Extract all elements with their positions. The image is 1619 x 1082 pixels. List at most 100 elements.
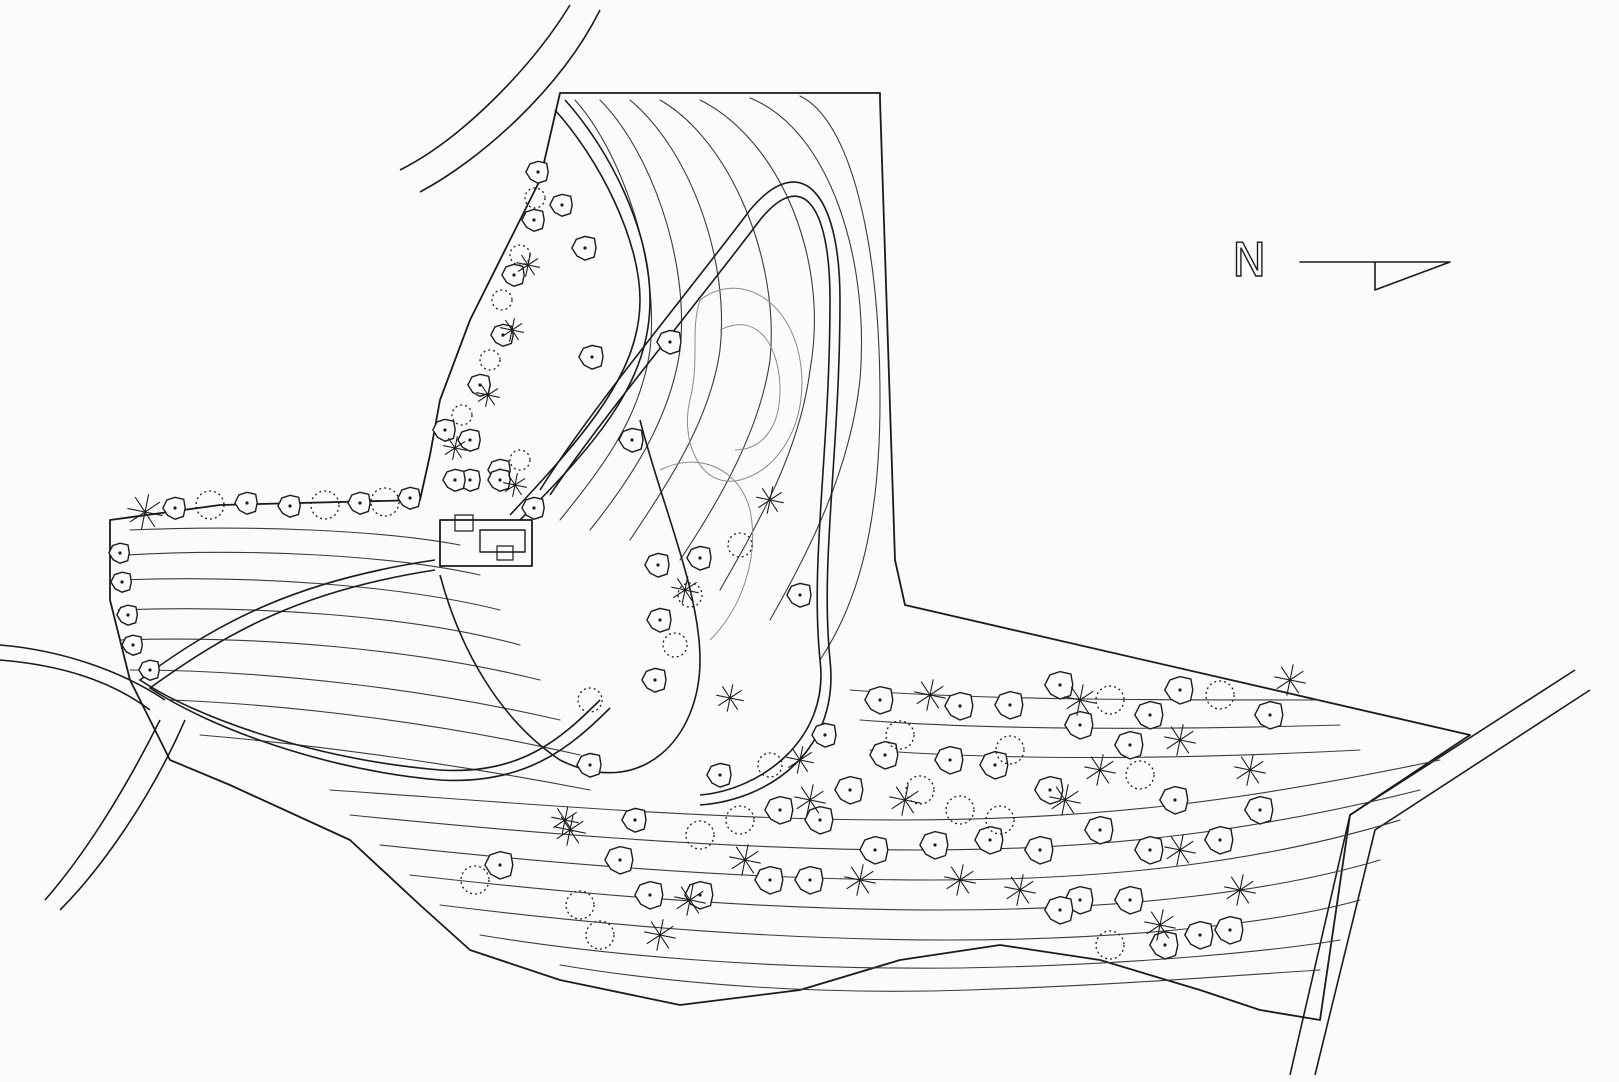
tree-symbol [432,418,456,442]
tree-symbol [1113,885,1144,915]
tree-symbol [1243,795,1274,825]
tree-symbol [864,685,894,715]
ornamental-plant-symbol [1049,784,1081,816]
road-southwest-edge [59,719,186,911]
tree-symbol [576,752,602,778]
tree-symbol [162,496,186,520]
tree-symbol [919,830,949,860]
shrub-symbol [985,805,1015,835]
shrub-symbol [995,735,1025,765]
ornamental-plant-symbol [889,784,921,816]
road-arc-north [419,9,601,193]
shrub-symbol [1125,760,1155,790]
ornamental-plant-symbol [1234,754,1266,786]
ornamental-plant-symbol [127,494,163,530]
ornamental-plant-symbol [443,436,467,460]
tree-symbol [1133,700,1164,730]
ornamental-plant-symbol [674,884,706,916]
tree-symbol [1213,915,1244,945]
shrub-symbol [885,720,915,750]
tree-symbol [277,494,301,518]
shrub-symbol [460,865,490,895]
shrub-symbol [195,490,225,520]
ornamental-plant-symbol [794,784,826,816]
tree-symbol [994,690,1024,720]
shrub-symbol [451,404,473,426]
contour-group-west [117,527,591,791]
tree-symbol [1133,835,1164,865]
site-boundary [109,92,1471,1021]
shrub-symbol [725,805,755,835]
vegetation-layer [108,160,1306,960]
ornamental-plant-symbol [644,919,676,951]
shrub-symbol [524,187,546,209]
tree-symbol [1163,675,1194,705]
ornamental-plant-symbol [844,864,876,896]
tree-symbol [347,491,371,515]
shrub-symbol [945,795,975,825]
shrub-symbol [370,487,400,517]
ornamental-plant-symbol [671,576,699,604]
shrub-symbol [757,752,783,778]
tree-symbol [646,607,672,633]
tree-symbol [1033,775,1064,805]
shrub-symbol [1095,685,1125,715]
tree-symbol [706,762,732,788]
ornamental-plant-symbol [786,746,814,774]
shrub-symbol [677,582,703,608]
tree-symbol [487,468,511,492]
tree-symbol [234,491,258,515]
tree-symbol [525,160,549,184]
tree-symbol [397,486,421,510]
tree-symbol [786,582,812,608]
tree-symbol [121,634,144,656]
tree-symbol [442,468,466,492]
tree-symbol [1158,785,1189,815]
north-arrow-head [1374,261,1451,291]
ornamental-plant-symbol [1164,834,1196,866]
tree-symbol [1043,670,1074,700]
tree-symbol [811,722,837,748]
ornamental-plant-symbol [476,383,500,407]
tree-symbol [979,750,1009,780]
tree-symbol [934,745,964,775]
tree-symbol [1183,920,1214,950]
ornamental-plant-symbol [1164,724,1196,756]
tree-symbol [1043,895,1074,925]
tree-symbol [804,805,834,835]
tree-symbol [549,193,573,217]
tree-symbol [1148,930,1179,960]
ornamental-plant-symbol [554,814,586,846]
tree-symbol [754,865,784,895]
tree-symbol [571,235,597,261]
tree-symbol [116,604,139,626]
ornamental-plant-symbol [944,864,976,896]
north-letter: N [1232,233,1266,287]
shrub-symbol [310,490,340,520]
shrub-symbol [491,289,513,311]
tree-symbol [641,667,667,693]
ornamental-plant-symbol [516,253,540,277]
tree-symbol [138,659,161,681]
tree-symbol [110,571,133,593]
ornamental-plant-symbol [1224,874,1256,906]
ornamental-plant-symbol [500,318,524,342]
ornamental-plant-symbol [1064,684,1096,716]
tree-symbol [944,691,974,721]
shrub-symbol [727,532,753,558]
tree-symbol [869,740,899,770]
ornamental-plant-symbol [1004,874,1036,906]
road-east-edge [1314,689,1591,1076]
tree-symbol [764,795,794,825]
ornamental-plant-symbol [1084,754,1116,786]
shrub-symbol [685,820,715,850]
shrub-symbol [509,449,531,471]
tree-symbol [859,835,889,865]
ornamental-plant-symbol [1274,664,1306,696]
ornamental-plant-symbol [503,473,527,497]
road-east [1289,669,1576,1076]
tree-symbol [686,545,712,571]
ornamental-plant-symbol [1144,909,1176,941]
